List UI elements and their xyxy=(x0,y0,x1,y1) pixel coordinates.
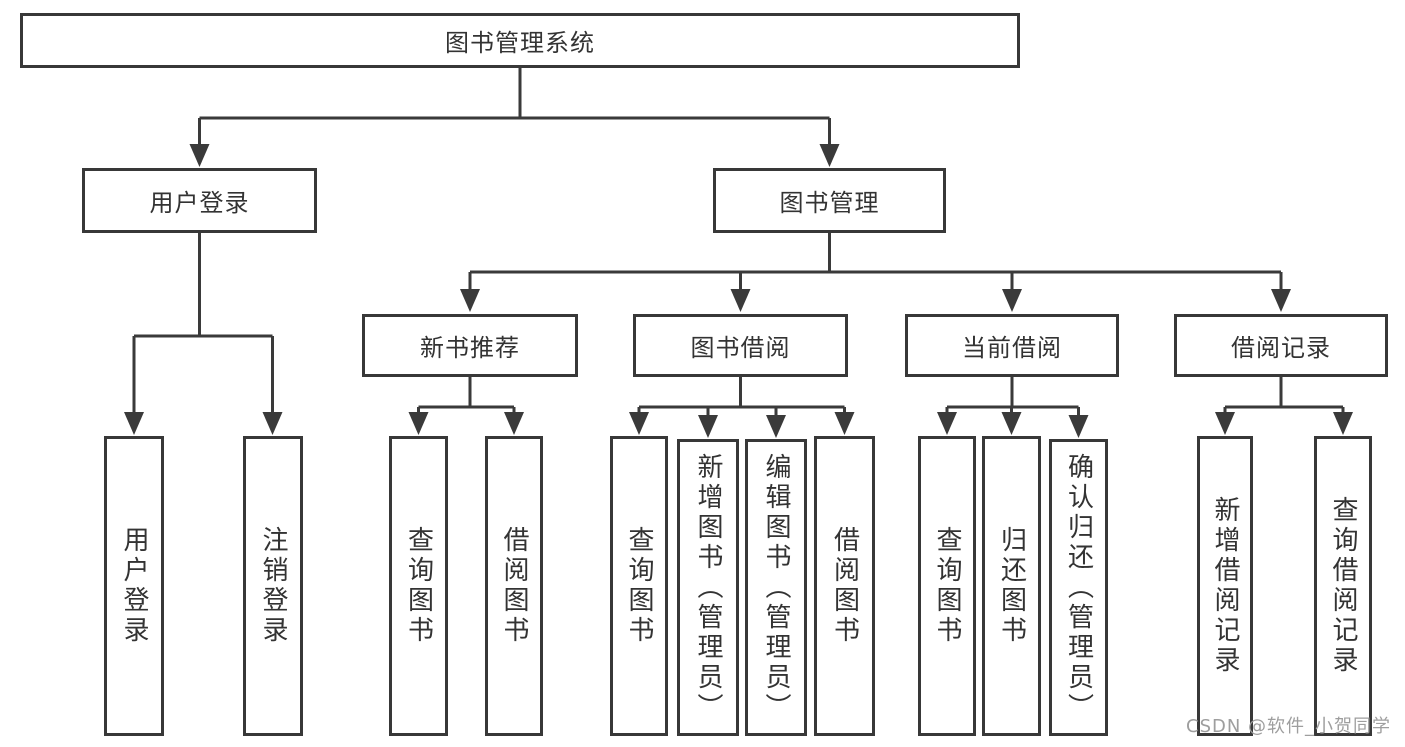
leaf-confirm-return-admin: 确认归还（管理员） xyxy=(1049,439,1108,736)
node-current-borrow: 当前借阅 xyxy=(905,314,1119,377)
leaf-query-books-borrow: 查询图书 xyxy=(610,436,668,736)
leaf-add-borrow-record: 新增借阅记录 xyxy=(1197,436,1253,736)
leaf-query-books-current: 查询图书 xyxy=(918,436,976,736)
leaf-edit-books-admin: 编辑图书（管理员） xyxy=(745,439,807,736)
node-borrow-records: 借阅记录 xyxy=(1174,314,1388,377)
connector-book-borrow-children xyxy=(629,377,855,438)
node-book-borrow: 图书借阅 xyxy=(633,314,848,377)
connector-root-to-level2 xyxy=(189,68,840,167)
leaf-return-books: 归还图书 xyxy=(982,436,1041,736)
connector-user-login-children xyxy=(124,233,283,435)
csdn-watermark: CSDN @软件_小贺同学 xyxy=(1186,716,1392,737)
leaf-borrow-books-recommend: 借阅图书 xyxy=(485,436,543,736)
leaf-query-borrow-record: 查询借阅记录 xyxy=(1314,436,1372,736)
connector-borrow-records-children xyxy=(1215,377,1353,435)
node-user-login: 用户登录 xyxy=(82,168,317,233)
leaf-borrow-books: 借阅图书 xyxy=(814,436,875,736)
connector-current-borrow-children xyxy=(937,377,1089,438)
leaf-query-books-recommend: 查询图书 xyxy=(389,436,448,736)
leaf-add-books-admin: 新增图书（管理员） xyxy=(677,439,739,736)
leaf-user-login: 用户登录 xyxy=(104,436,164,736)
connector-new-book-children xyxy=(408,377,524,435)
node-library-system: 图书管理系统 xyxy=(20,13,1020,68)
node-new-book-recommend: 新书推荐 xyxy=(362,314,578,377)
leaf-logout: 注销登录 xyxy=(243,436,303,736)
node-book-management: 图书管理 xyxy=(713,168,946,233)
connector-book-mgmt-children xyxy=(460,233,1291,312)
